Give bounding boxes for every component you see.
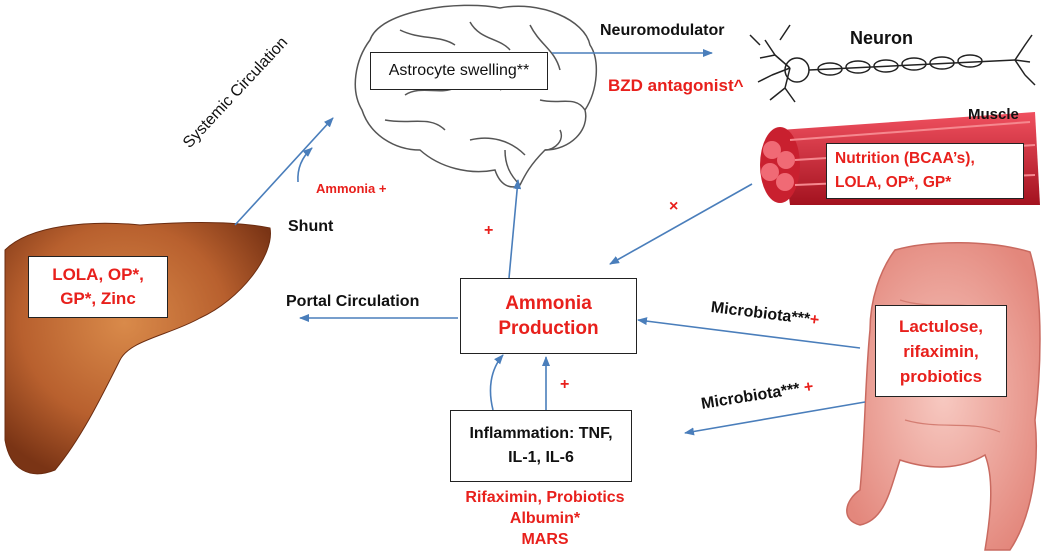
brain-illustration [354,4,598,188]
inflammation-label-line2: IL-1, IL-6 [508,449,574,466]
muscle-treatment-box: Nutrition (BCAA’s), LOLA, OP*, GP* [826,143,1024,199]
gut-treatment-line3: probiotics [899,366,983,386]
arrow-microbiota-bottom [684,401,866,436]
ammonia-production-label-line2: Production [498,318,599,339]
plus-inflammation-label: + [560,376,570,393]
arrow-shunt [297,147,313,183]
astrocyte-swelling-box: Astrocyte swelling** [370,52,548,90]
astrocyte-swelling-label: Astrocyte swelling** [388,62,530,79]
inflammation-treatment-line3: MARS [521,531,569,548]
inflammation-box: Inflammation: TNF, IL-1, IL-6 [450,410,632,482]
arrows [234,49,866,436]
arrow-microbiota-top [637,317,861,349]
arrow-ammonia-to-brain [508,179,522,279]
neuron-illustration [749,24,1036,103]
inflammation-treatment-block: Rifaximin, Probiotics Albumin* MARS [455,487,635,550]
inflammation-label-line1: Inflammation: TNF, [469,425,613,442]
portal-circulation-label: Portal Circulation [286,293,420,310]
muscle-treatment-line1: Nutrition (BCAA’s), [835,150,975,167]
plus-brain-label: + [484,222,494,239]
muscle-treatment-line2: LOLA, OP*, GP* [835,174,952,191]
arrow-inflammation-curve [489,354,504,411]
neuron-label: Neuron [850,28,913,48]
ammonia-production-label-line1: Ammonia [505,293,592,314]
muscle-label: Muscle [968,106,1019,123]
gut-treatment-line1: Lactulose, [898,316,984,336]
neuromodulator-label: Neuromodulator [600,22,725,39]
shunt-label: Shunt [288,218,334,235]
liver-treatment-box: LOLA, OP*, GP*, Zinc [28,256,168,318]
inflammation-treatment-line2: Albumin* [509,510,581,527]
liver-treatment-line2: GP*, Zinc [60,289,136,308]
cross-muscle-label: × [669,198,679,215]
liver-treatment-line1: LOLA, OP*, [52,265,144,284]
gut-treatment-line2: rifaximin, [903,341,979,361]
gut-treatment-box: Lactulose, rifaximin, probiotics [875,305,1007,397]
arrow-muscle-to-ammonia [609,183,753,265]
ammonia-plus-label: Ammonia + [316,181,387,196]
inflammation-treatment-line1: Rifaximin, Probiotics [465,489,625,506]
arrow-systemic-circulation [234,117,334,226]
bzd-antagonist-label: BZD antagonist^ [608,76,744,95]
ammonia-production-box: Ammonia Production [460,278,637,354]
